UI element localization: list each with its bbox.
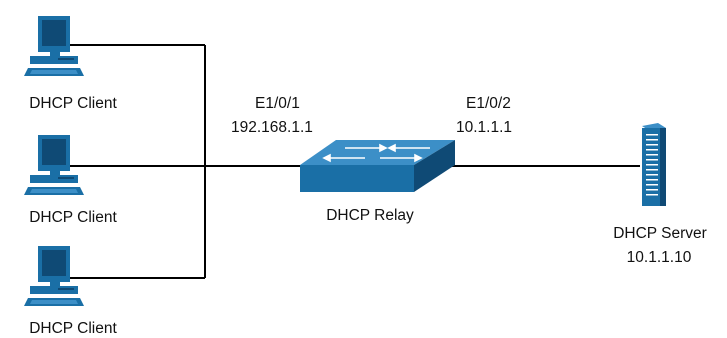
desktop-computer-icon xyxy=(24,246,84,306)
client-label: DHCP Client xyxy=(29,95,117,112)
dhcp-client-1: DHCP Client xyxy=(24,16,117,112)
right-port-ip: 10.1.1.1 xyxy=(456,119,512,136)
dhcp-client-2: DHCP Client xyxy=(24,135,117,226)
right-port-name: E1/0/2 xyxy=(466,95,511,112)
right-port-info: E1/0/2 10.1.1.1 xyxy=(456,95,512,136)
network-switch-icon xyxy=(300,140,455,192)
connection-lines xyxy=(68,44,640,279)
server-ip: 10.1.1.10 xyxy=(627,249,692,266)
client-label: DHCP Client xyxy=(29,209,117,226)
dhcp-server: DHCP Server 10.1.1.10 xyxy=(613,123,707,266)
dhcp-relay-switch: DHCP Relay xyxy=(300,140,455,224)
dhcp-client-3: DHCP Client xyxy=(24,246,117,337)
left-port-ip: 192.168.1.1 xyxy=(231,119,313,136)
left-port-name: E1/0/1 xyxy=(255,95,300,112)
tower-server-icon xyxy=(642,123,666,206)
relay-label: DHCP Relay xyxy=(326,207,414,224)
left-port-info: E1/0/1 192.168.1.1 xyxy=(231,95,313,136)
server-label: DHCP Server xyxy=(613,225,707,242)
client-label: DHCP Client xyxy=(29,320,117,337)
